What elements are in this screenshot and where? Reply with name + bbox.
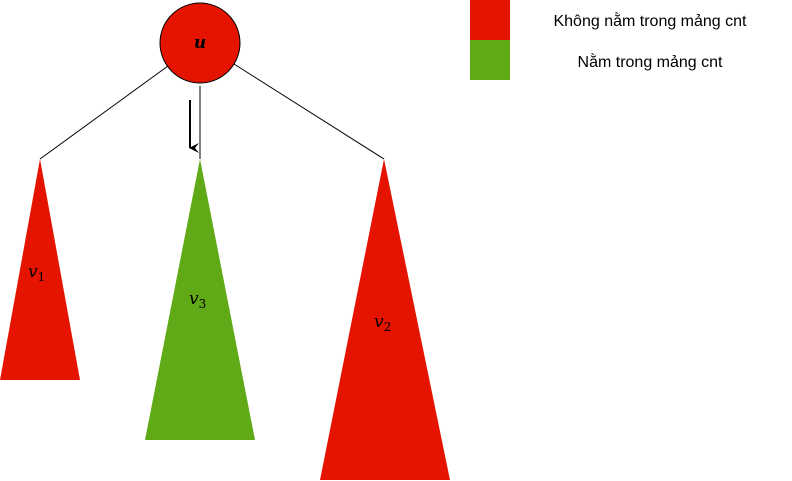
- legend-swatch-green: [470, 40, 510, 80]
- edge-u-v2: [233, 63, 385, 160]
- root-node-label: u: [194, 33, 206, 53]
- subtree-v2: [320, 159, 450, 480]
- legend-swatch-red: [470, 0, 510, 40]
- legend: Không nằm trong mảng cnt Nằm trong mảng …: [470, 0, 747, 80]
- subtree-v1-label: v1: [28, 262, 45, 284]
- subtree-v3-label: v3: [189, 289, 206, 311]
- subtree-v1: [0, 159, 80, 380]
- subtree-v3: [145, 159, 255, 440]
- legend-label-green: Nằm trong mảng cnt: [578, 52, 724, 71]
- subtree-v2-label: v2: [374, 312, 391, 334]
- root-node: [159, 2, 241, 84]
- edge-u-v1: [39, 65, 169, 160]
- legend-label-red: Không nằm trong mảng cnt: [553, 11, 747, 30]
